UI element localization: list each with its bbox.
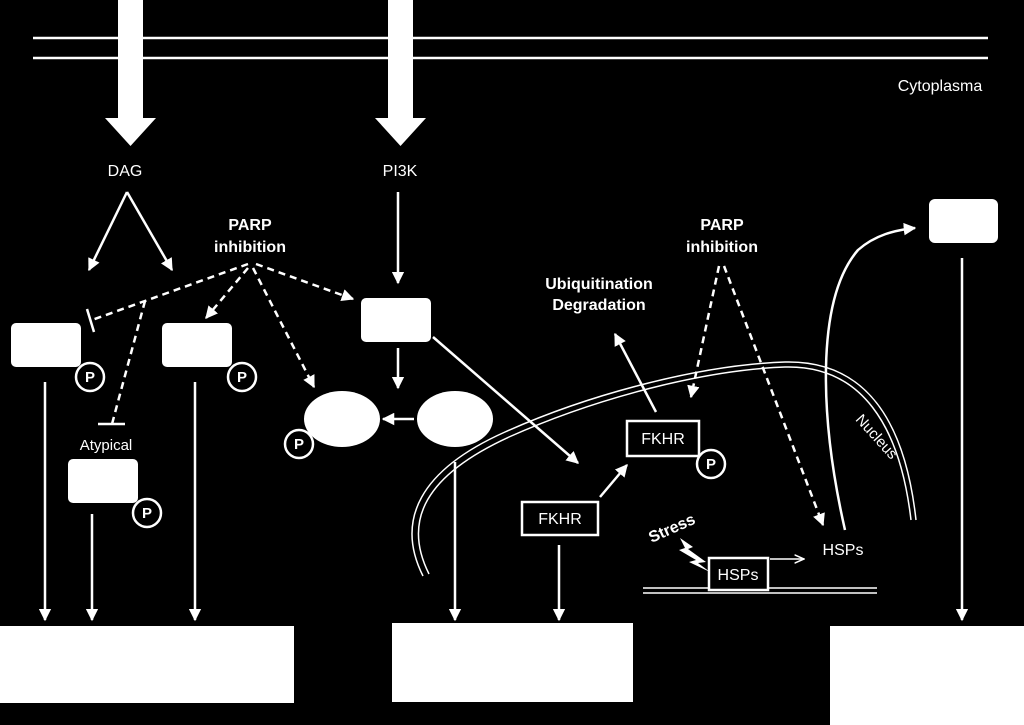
- atypical-phospho-circle: [131, 497, 163, 529]
- hsps-gene-box: [707, 556, 770, 592]
- cytoplasma-label: Cytoplasma: [898, 78, 983, 95]
- left-kinase-phospho-label: P: [85, 369, 95, 386]
- parp-right-label-line2: inhibition: [686, 239, 758, 256]
- block-arrow-to-pi3k: [375, 0, 426, 146]
- fkhr-phospho-box: [625, 419, 701, 458]
- left-ellipse: [304, 391, 380, 447]
- stress-label: Stress: [646, 511, 698, 546]
- parp-inhibit-atypical-line: [110, 300, 147, 425]
- parp-to-mid-box-arrow: [205, 267, 249, 319]
- parp-left-label-line2: inhibition: [214, 239, 286, 256]
- fkhr-to-degradation-arrow: [613, 332, 658, 413]
- left-kinase-phospho-circle: [74, 361, 106, 393]
- dag-to-left-box-arrow: [87, 191, 129, 272]
- mid-kinase-phospho-label: P: [237, 369, 247, 386]
- parp-right-label-line1: PARP: [700, 217, 744, 234]
- left-ellipse-phospho-label: P: [294, 436, 304, 453]
- bottom-center-outcome-box: [392, 623, 633, 702]
- parp-inhibit-left-box-line: [91, 262, 249, 322]
- dag-label: DAG: [108, 163, 143, 180]
- bottom-left-outcome-box: [0, 626, 294, 703]
- nucleus-label: Nucleus: [852, 411, 901, 463]
- left-kinase-box: [11, 323, 81, 367]
- left-ellipse-phospho-circle: [283, 428, 315, 460]
- parp-to-ellipse-left-arrow: [251, 267, 316, 389]
- mid-kinase-box: [162, 323, 232, 367]
- bottom-right-outcome-box: [830, 626, 1024, 725]
- ubiquitination-label: Ubiquitination: [545, 276, 653, 293]
- fkhr-phospho-p-label: P: [706, 456, 716, 473]
- nucleus-membrane-inner: [417, 366, 912, 575]
- pi3k-target-box: [361, 298, 431, 342]
- hsps-label: HSPs: [823, 542, 864, 559]
- fkhr-to-fkhr-phospho-arrow: [599, 464, 628, 498]
- lightning-bolt-icon: [679, 538, 710, 572]
- mid-kinase-phospho-circle: [226, 361, 258, 393]
- pi3k-box-to-fkhr-arrow: [432, 336, 579, 464]
- parp-right-to-hsps-arrow: [722, 265, 825, 527]
- nucleus-membrane-outer: [411, 361, 917, 577]
- parp-right-to-fkhr-arrow: [687, 265, 721, 399]
- degradation-label: Degradation: [552, 297, 645, 314]
- atypical-kinase-box: [68, 459, 138, 503]
- top-right-box: [929, 199, 998, 243]
- parp-to-pi3k-box-arrow: [255, 262, 355, 302]
- block-arrow-to-dag: [105, 0, 156, 146]
- fkhr-phospho-label: FKHR: [641, 431, 685, 448]
- parp-left-label-line1: PARP: [228, 217, 272, 234]
- atypical-phospho-label: P: [142, 505, 152, 522]
- fkhr-phospho-circle: [695, 448, 727, 480]
- dag-to-mid-box-arrow: [125, 191, 174, 272]
- atypical-label: Atypical: [80, 437, 133, 454]
- pi3k-label: PI3K: [383, 163, 418, 180]
- hsps-to-top-right-box-arrow: [824, 222, 917, 531]
- fkhr-label: FKHR: [538, 511, 582, 528]
- parp-inhibit-left-box-bar: [85, 308, 96, 333]
- fkhr-box: [520, 500, 600, 537]
- hsps-gene-label: HSPs: [718, 567, 759, 584]
- right-ellipse: [417, 391, 493, 447]
